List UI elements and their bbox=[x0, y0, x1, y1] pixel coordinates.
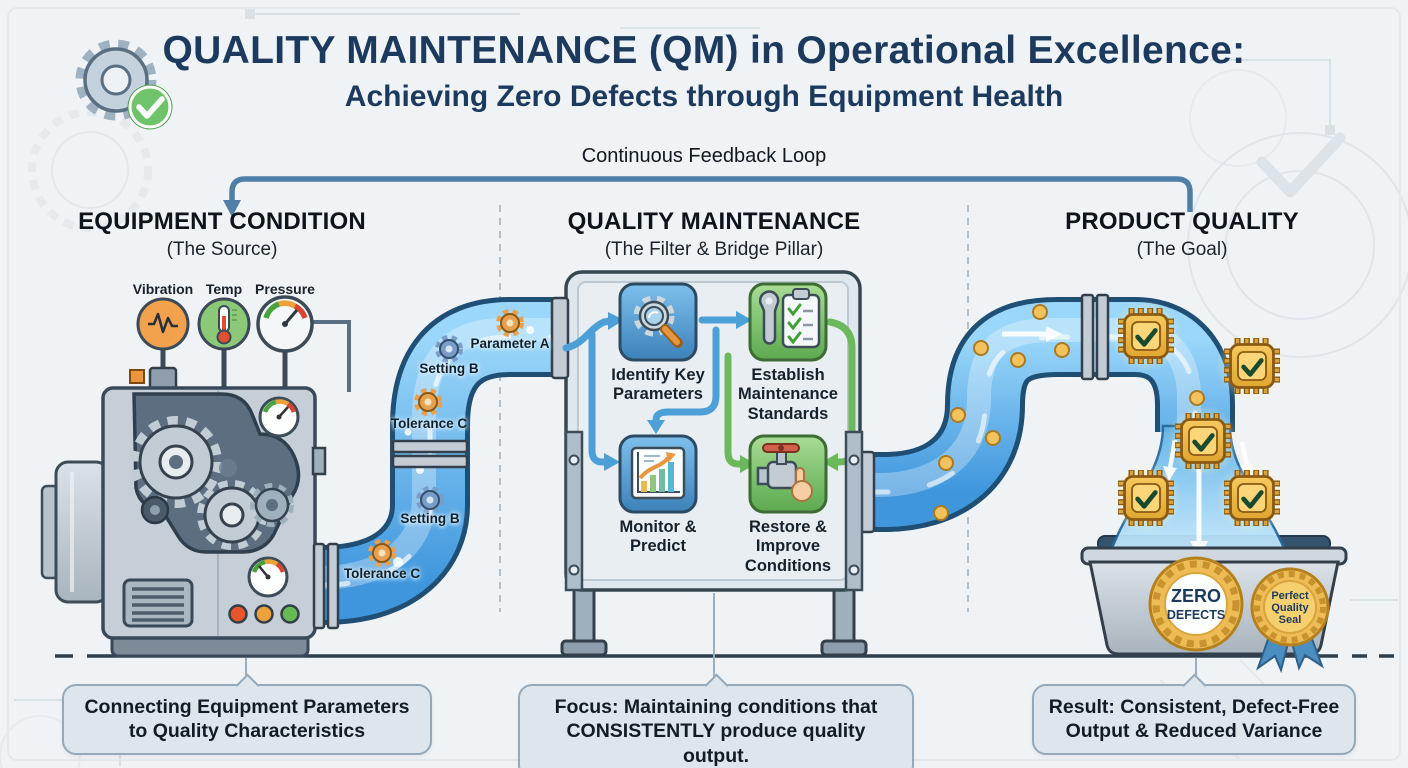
panel-flow-arrows bbox=[562, 311, 856, 473]
zero-defects-badge: ZERO DEFECTS bbox=[1148, 556, 1244, 652]
pipe-mini-gears bbox=[368, 309, 524, 567]
gear-icon bbox=[368, 539, 396, 567]
column-subtitle: (The Source) bbox=[166, 239, 278, 260]
caption-text: Connecting Equipment Parameters to Quali… bbox=[84, 696, 410, 743]
pressure-gauge-icon bbox=[256, 295, 314, 353]
quality-seal-badge: Perfect Quality Seal bbox=[1250, 567, 1330, 674]
pipe-left-flange bbox=[391, 439, 469, 469]
column-title: QUALITY MAINTENANCE bbox=[567, 208, 861, 235]
wrench-checklist-icon bbox=[758, 288, 821, 349]
chip-check-icon bbox=[1175, 413, 1231, 469]
sensor-gauges bbox=[136, 295, 314, 353]
gear-icon bbox=[416, 486, 444, 514]
magnifier-gear-icon bbox=[633, 295, 683, 348]
seal-text-2: Quality bbox=[1271, 602, 1309, 614]
pipe-label-parameter-a: Parameter A bbox=[470, 336, 550, 351]
quality-chips bbox=[1110, 300, 1288, 534]
caption-text: Maintaining conditions that CONSISTENTLY… bbox=[566, 696, 878, 767]
machine-gauge-top bbox=[258, 396, 300, 438]
pipe-particles bbox=[933, 304, 1205, 521]
feedback-loop-label: Continuous Feedback Loop bbox=[581, 145, 827, 167]
caption-prefix: Result: bbox=[1048, 696, 1115, 718]
pipe-label-setting-b: Setting B bbox=[419, 361, 479, 376]
caption-text: Consistent, Defect-Free Output & Reduced… bbox=[1065, 696, 1340, 743]
column-subtitle: (The Goal) bbox=[1136, 239, 1228, 260]
check-logo-icon bbox=[127, 84, 173, 130]
gear-icon bbox=[435, 335, 463, 363]
gauge-label-pressure: Pressure bbox=[255, 281, 315, 297]
column-product-quality: PRODUCT QUALITY (The Goal) bbox=[1017, 208, 1347, 261]
qm-step-establish-label: Establish Maintenance Standards bbox=[738, 366, 838, 423]
feedback-loop-arrow bbox=[223, 176, 1193, 217]
qm-step-tiles bbox=[618, 282, 828, 514]
caption-focus: Focus: Maintaining conditions that CONSI… bbox=[518, 673, 914, 768]
column-quality-maintenance: QUALITY MAINTENANCE (The Filter & Bridge… bbox=[539, 208, 889, 261]
background-blueprint-decor bbox=[0, 9, 1408, 768]
pipe-right-flange bbox=[1080, 293, 1110, 381]
vibration-waveform-icon bbox=[136, 297, 190, 351]
page-subtitle: Achieving Zero Defects through Equipment… bbox=[344, 79, 1064, 113]
column-dividers bbox=[499, 205, 969, 612]
seal-text-3: Seal bbox=[1279, 614, 1302, 626]
qm-panel bbox=[550, 270, 876, 657]
pipe-label-tolerance-c-2: Tolerance C bbox=[343, 566, 421, 581]
valve-hand-icon bbox=[756, 443, 813, 502]
machine-graphic bbox=[40, 320, 351, 658]
gear-icon bbox=[414, 388, 442, 416]
thermometer-icon bbox=[197, 297, 251, 351]
qm-step-restore-label: Restore & Improve Conditions bbox=[744, 518, 832, 575]
seal-text-1: Perfect bbox=[1271, 590, 1309, 602]
gauge-label-temp: Temp bbox=[205, 281, 243, 297]
gauge-label-vibration: Vibration bbox=[132, 281, 194, 297]
column-title: PRODUCT QUALITY bbox=[1065, 208, 1299, 235]
chart-growth-icon bbox=[630, 446, 686, 500]
caption-result: Result: Consistent, Defect-Free Output &… bbox=[1032, 673, 1356, 755]
gear-icon bbox=[496, 309, 524, 337]
page-title: QUALITY MAINTENANCE (QM) in Operational … bbox=[162, 29, 1246, 72]
caption-prefix: Focus: bbox=[554, 696, 619, 718]
chip-check-icon bbox=[1224, 470, 1280, 526]
pipe-label-setting-b-2: Setting B bbox=[400, 511, 460, 526]
qm-step-identify-label: Identify Key Parameters bbox=[611, 366, 705, 404]
chip-check-icon bbox=[1118, 470, 1174, 526]
qm-step-monitor-label: Monitor & Predict bbox=[619, 518, 697, 556]
gears-icon bbox=[130, 416, 294, 550]
pipe-label-tolerance-c: Tolerance C bbox=[390, 416, 468, 431]
column-title: EQUIPMENT CONDITION bbox=[78, 208, 366, 235]
machine-buttons bbox=[228, 604, 300, 624]
column-subtitle: (The Filter & Bridge Pillar) bbox=[604, 239, 824, 260]
chip-check-icon bbox=[1224, 338, 1280, 394]
vent-icon bbox=[122, 578, 194, 628]
flow-arrow-icon bbox=[1002, 326, 1062, 342]
column-equipment-condition: EQUIPMENT CONDITION (The Source) bbox=[57, 208, 387, 261]
zero-defects-text-2: DEFECTS bbox=[1167, 608, 1225, 622]
header: QUALITY MAINTENANCE (QM) in Operational … bbox=[0, 29, 1408, 114]
chip-check-icon bbox=[1118, 308, 1174, 364]
caption-equipment: Connecting Equipment Parameters to Quali… bbox=[62, 673, 432, 755]
sensor-wire bbox=[311, 320, 351, 392]
machine-gauge-bottom bbox=[247, 556, 289, 598]
zero-defects-text-1: ZERO bbox=[1171, 586, 1221, 606]
